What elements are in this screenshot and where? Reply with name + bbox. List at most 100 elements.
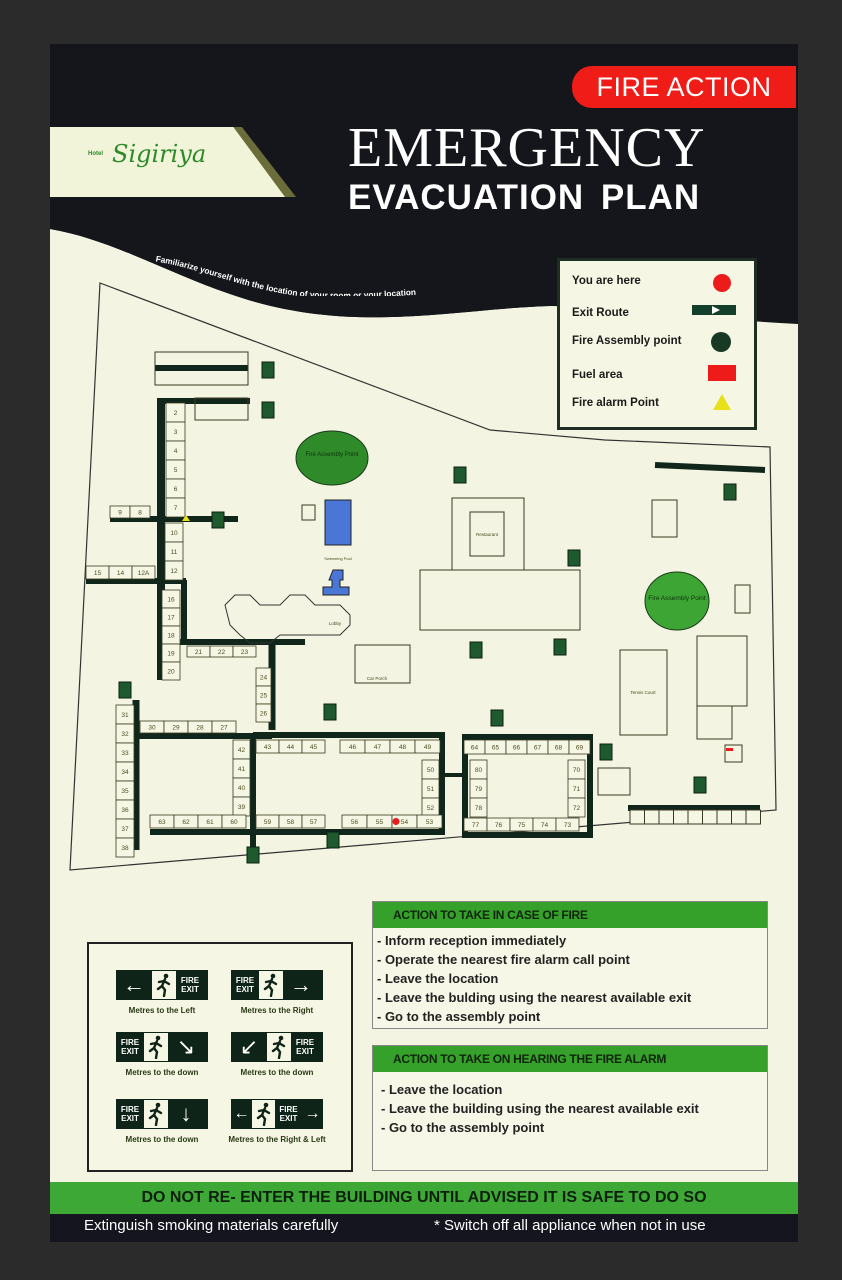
room-number: 16	[167, 597, 175, 604]
store-room	[673, 809, 689, 825]
room-number: 47	[374, 744, 382, 751]
direction-arrow-icon: ↘	[176, 1034, 196, 1059]
room-26	[255, 703, 272, 723]
exit-sign-caption: Metres to the Right	[240, 1006, 314, 1015]
fire-exit-word: FIRE	[235, 976, 255, 985]
action-alarm-title: ACTION TO TAKE ON HEARING THE FIRE ALARM	[373, 1046, 767, 1072]
action-fire-title: ACTION TO TAKE IN CASE OF FIRE	[373, 902, 767, 928]
exit-sign-icon	[553, 638, 567, 656]
building	[696, 635, 748, 707]
room-8	[129, 505, 151, 519]
action-fire-item: - Leave the location	[377, 971, 499, 986]
exit-sign-icon	[723, 483, 737, 501]
room-number: 14	[117, 570, 125, 577]
room-number: 55	[376, 819, 384, 826]
room-number: 10	[170, 530, 178, 537]
car-porch-label: Car Porch	[367, 676, 388, 681]
room-12	[164, 560, 184, 581]
room-57	[301, 814, 326, 829]
action-in-case-of-fire: ACTION TO TAKE IN CASE OF FIRE - Inform …	[372, 901, 768, 1029]
room-number: 31	[121, 712, 129, 719]
fire-exit-word: FIRE	[120, 1038, 140, 1047]
lobby-label: Lobby	[329, 621, 342, 626]
logo-text: Sigiriya	[112, 140, 207, 168]
room-number: 12A	[138, 570, 150, 577]
room-number: 15	[94, 570, 102, 577]
fuel-building	[724, 744, 743, 763]
room-7	[165, 497, 186, 518]
room-number: 11	[171, 549, 178, 556]
room-number: 34	[121, 769, 129, 776]
room-number: 2	[174, 410, 178, 417]
action-fire-item: - Leave the bulding using the nearest av…	[377, 990, 692, 1005]
running-man-icon	[252, 1100, 276, 1128]
room-number: 48	[399, 744, 407, 751]
swimming-pool	[324, 499, 352, 546]
room-number: 62	[182, 819, 190, 826]
store-room	[702, 809, 718, 825]
exit-sign-caption: Metres to the down	[125, 1135, 199, 1144]
room-number: 4	[174, 448, 178, 455]
room-number: 68	[555, 745, 563, 752]
red-dot-icon	[713, 274, 731, 292]
running-man-icon	[259, 971, 283, 999]
room-49	[414, 739, 441, 754]
room-number: 71	[573, 786, 581, 793]
header-background	[50, 44, 798, 324]
room-number: 23	[241, 649, 249, 656]
room-number: 77	[472, 822, 480, 829]
fire-exit-word: FIRE	[120, 1105, 140, 1114]
exit-sign-icon	[599, 743, 613, 761]
exit-sign-caption: Metres to the down	[125, 1068, 199, 1077]
fuel-area-icon	[708, 365, 736, 381]
restaurant-inner	[469, 511, 505, 557]
legend-you-are-here: You are here	[572, 275, 641, 287]
exit-sign-icon	[326, 831, 340, 849]
room-number: 61	[206, 819, 214, 826]
exit-sign-icon	[261, 401, 275, 419]
exit-sign-caption: Metres to the Left	[128, 1006, 196, 1015]
fire-exit-word: EXIT	[236, 985, 254, 994]
assembly-point-label: Fire Assembly Point	[648, 595, 706, 602]
room-number: 73	[564, 822, 572, 829]
exit-route-icon	[692, 305, 736, 315]
room-number: 30	[148, 725, 156, 732]
logo-prefix: Hotel	[88, 151, 103, 157]
room-45	[301, 739, 326, 754]
room-number: 51	[427, 786, 435, 793]
assembly-point-2	[644, 571, 710, 631]
fire-exit-word: EXIT	[181, 985, 199, 994]
evacuation-plan-poster: FIRE ACTION Hotel Sigiriya EMERGENCY EVA…	[50, 44, 798, 1242]
title-evacuation-plan: EVACUATION PLAN	[348, 178, 701, 217]
fountain	[322, 569, 350, 596]
building	[651, 499, 678, 538]
assembly-point-1	[295, 430, 369, 486]
lobby-outline	[224, 594, 351, 644]
action-alarm-item: - Go to the assembly point	[381, 1120, 545, 1135]
fire-alarm-point	[182, 515, 190, 521]
direction-arrow-icon: ↓	[180, 1101, 192, 1126]
room-53	[416, 814, 443, 829]
room-number: 38	[121, 845, 129, 852]
running-man-icon	[152, 971, 176, 999]
legend-fire-assembly-point: Fire Assembly point	[572, 335, 682, 347]
room-number: 76	[495, 822, 503, 829]
room-number: 42	[238, 747, 246, 754]
room-number: 27	[220, 725, 228, 732]
room-number: 54	[401, 819, 409, 826]
map-legend: You are here Exit Route Fire Assembly po…	[557, 258, 757, 430]
fire-exit-word: FIRE	[180, 976, 200, 985]
room-number: 80	[475, 767, 483, 774]
exit-sign-icon	[490, 709, 504, 727]
room-number: 33	[121, 750, 129, 757]
building	[734, 584, 751, 614]
you-are-here-marker	[392, 818, 400, 825]
action-fire-item: - Inform reception immediately	[377, 933, 567, 948]
room-69	[568, 739, 591, 755]
room-number: 79	[475, 786, 483, 793]
room-23	[232, 645, 257, 658]
